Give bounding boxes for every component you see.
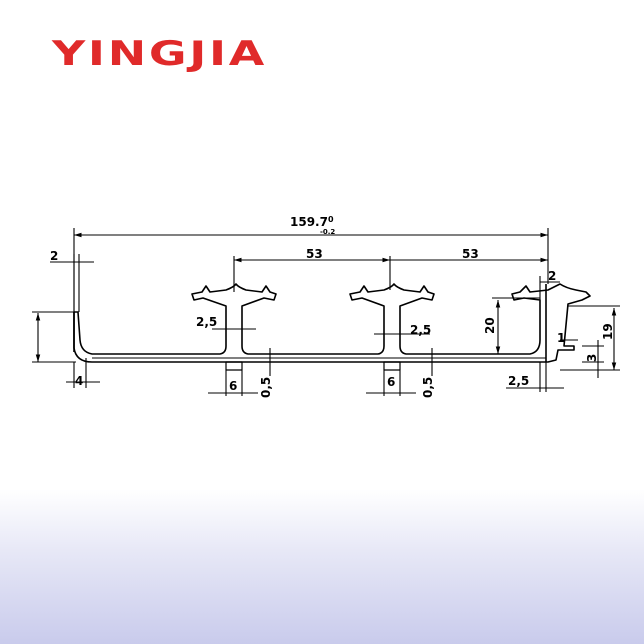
dim-groove-left-width: 6 [229, 379, 237, 393]
dim-tolerance-plus: 0 [328, 215, 334, 224]
dimension-labels: 159.7 0 -0.2 53 53 2 4 2,5 2,5 20 6 0,5 … [50, 215, 615, 398]
dim-groove-middle-width: 6 [387, 375, 395, 389]
dim-right-side-thickness: 1 [557, 331, 565, 345]
dim-rail-web-middle: 2,5 [410, 323, 431, 337]
profile-outer-contour [73, 283, 591, 363]
dim-left-wall-thickness: 2 [50, 249, 58, 263]
groove-left [225, 361, 243, 371]
dim-rail-web-left: 2,5 [196, 315, 217, 329]
dim-tolerance-minus: -0.2 [320, 228, 335, 236]
dim-left-foot: 4 [75, 374, 83, 388]
dimension-lines [32, 228, 620, 396]
dim-spacing-left: 53 [306, 247, 323, 261]
dim-spacing-right: 53 [462, 247, 479, 261]
dim-right-height: 19 [601, 323, 615, 340]
groove-middle [383, 361, 401, 371]
dim-groove-middle-depth: 0,5 [421, 377, 435, 398]
dim-right-wall-bottom: 2,5 [508, 374, 529, 388]
dim-right-lip: 3 [585, 354, 599, 362]
dim-groove-left-depth: 0,5 [259, 377, 273, 398]
dim-rail-height: 20 [483, 317, 497, 334]
profile-outline [73, 283, 591, 371]
dim-overall-width: 159.7 [290, 215, 328, 229]
yingjia-logo: YINGJIA [52, 34, 267, 74]
dim-right-top-thickness: 2 [548, 269, 556, 283]
